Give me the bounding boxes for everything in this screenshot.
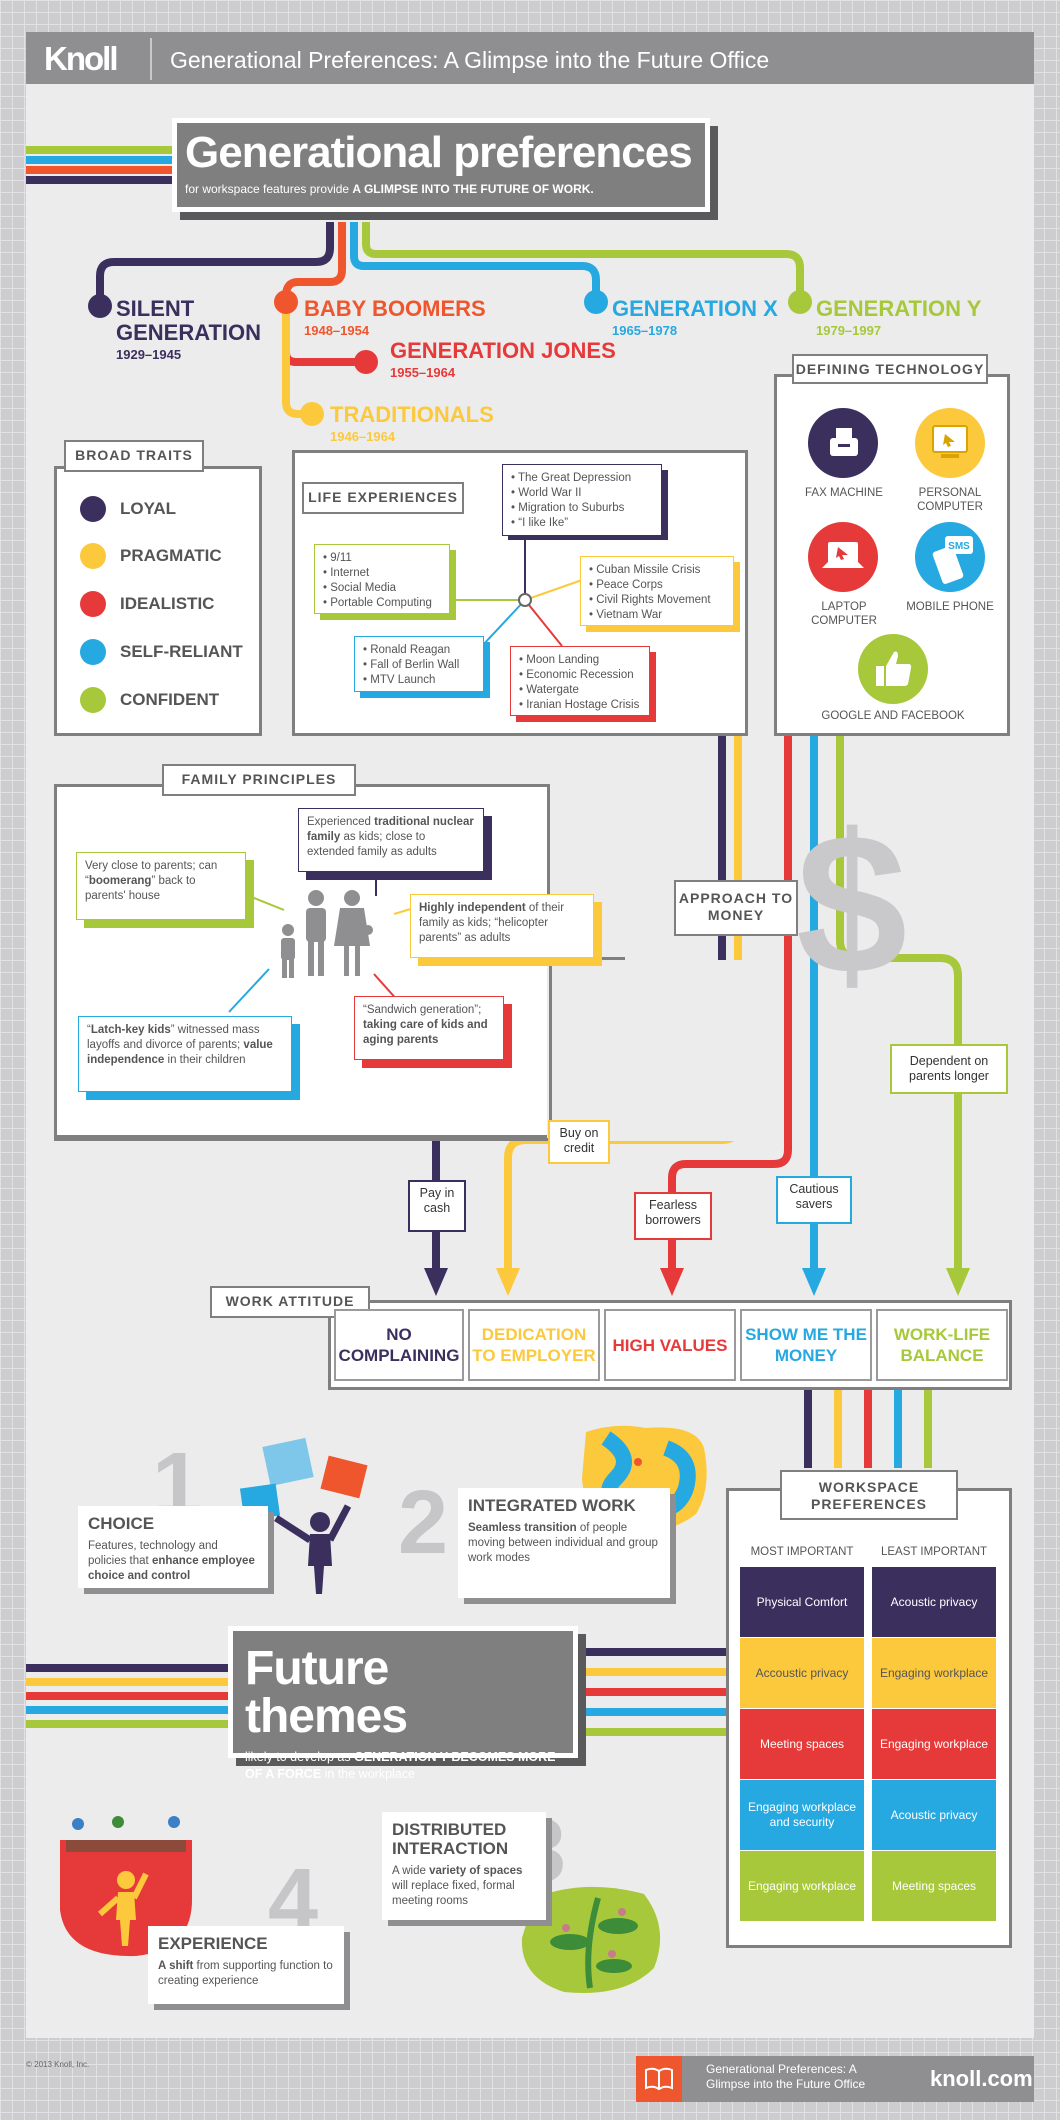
defining-technology-tag: DEFINING TECHNOLOGY xyxy=(792,354,988,384)
most-item-1: Physical Comfort xyxy=(740,1567,864,1637)
most-item-4: Engaging workplace and security xyxy=(740,1780,864,1850)
copyright: © 2013 Knoll, Inc. xyxy=(26,2060,90,2069)
tech-label-google-facebook: GOOGLE AND FACEBOOK xyxy=(821,710,965,722)
future-themes-title: Future themes xyxy=(245,1642,408,1743)
dollar-sign-icon: $ xyxy=(796,793,908,1016)
trait-self-reliant: SELF-RELIANT xyxy=(120,642,243,661)
attitude-no-complaining: NO COMPLAINING xyxy=(334,1309,464,1381)
life-note-traditionals: Cuban Missile CrisisPeace CorpsCivil Rig… xyxy=(580,556,734,626)
family-note-independent: Highly independent of their family as ki… xyxy=(410,894,594,958)
future-themes-subtitle: likely to develop as GENERATION Y BECOME… xyxy=(245,1750,556,1781)
life-note-gen-y: 9/11InternetSocial MediaPortable Computi… xyxy=(314,544,450,614)
book-icon[interactable] xyxy=(636,2056,682,2102)
workspace-preferences-tag: WORKSPACE PREFERENCES xyxy=(780,1470,958,1520)
footer-bar xyxy=(636,2056,1034,2102)
family-principles-tag: FAMILY PRINCIPLES xyxy=(162,764,356,796)
work-attitude-tag: WORK ATTITUDE xyxy=(210,1286,370,1318)
broad-traits-tag: BROAD TRAITS xyxy=(64,440,204,472)
tech-label-laptop: LAPTOP COMPUTER xyxy=(811,601,877,627)
family-step-corner xyxy=(622,957,625,960)
least-item-2: Engaging workplace xyxy=(872,1638,996,1708)
attitude-dedication: DEDICATION TO EMPLOYER xyxy=(468,1309,600,1381)
knoll-logo[interactable]: Knoll xyxy=(44,40,118,77)
least-item-5: Meeting spaces xyxy=(872,1851,996,1921)
life-note-gen-x: Ronald ReaganFall of Berlin WallMTV Laun… xyxy=(354,636,484,692)
most-important-header: MOST IMPORTANT xyxy=(750,1546,854,1558)
distributed-interaction-tree-icon xyxy=(521,1886,661,1993)
family-note-boomerang: Very close to parents; can “boomerang” b… xyxy=(76,852,246,920)
life-note-jones: Moon LandingEconomic RecessionWatergateI… xyxy=(510,646,650,716)
trait-confident: CONFIDENT xyxy=(120,690,220,709)
attitude-show-me-money: SHOW ME THE MONEY xyxy=(740,1309,872,1381)
trait-loyal: LOYAL xyxy=(120,499,177,518)
family-bottom-edge xyxy=(54,1138,552,1141)
trait-dot-confident xyxy=(80,687,106,713)
theme-number-2: 2 xyxy=(398,1473,449,1573)
trait-dot-self-reliant xyxy=(80,639,106,665)
header-bar xyxy=(26,32,1034,84)
approach-to-money-tag: APPROACH TO MONEY xyxy=(674,880,798,936)
family-note-nuclear: Experienced traditional nuclear family a… xyxy=(298,808,484,872)
most-item-3: Meeting spaces xyxy=(740,1709,864,1779)
least-item-4: Acoustic privacy xyxy=(872,1780,996,1850)
hero-title: Generational preferences xyxy=(185,128,693,177)
trait-dot-idealistic xyxy=(80,591,106,617)
attitude-high-values: HIGH VALUES xyxy=(604,1309,736,1381)
family-box-cutout xyxy=(551,960,751,1141)
themes-hero-frame: Future themes likely to develop as GENER… xyxy=(228,1626,578,1781)
tech-label-fax: FAX MACHINE xyxy=(805,487,883,499)
trait-idealistic: IDEALISTIC xyxy=(120,594,215,613)
family-note-latchkey: “Latch-key kids” witnessed mass layoffs … xyxy=(78,1016,292,1092)
money-pay-in-cash: Pay in cash xyxy=(408,1180,466,1232)
money-fearless-borrowers: Fearless borrowers xyxy=(634,1192,712,1240)
page-title: Generational Preferences: A Glimpse into… xyxy=(170,47,770,73)
money-buy-on-credit: Buy on credit xyxy=(548,1120,610,1164)
tech-label-personal-computer: PERSONAL COMPUTER xyxy=(917,487,983,513)
family-figures-icon xyxy=(281,890,373,978)
least-important-header: LEAST IMPORTANT xyxy=(880,1546,988,1558)
choice-figure-icon xyxy=(239,1437,368,1594)
attitude-work-life-balance: WORK-LIFE BALANCE xyxy=(876,1309,1008,1381)
money-dependent-on-parents: Dependent on parents longer xyxy=(890,1044,1008,1094)
footer-site-link[interactable]: knoll.com xyxy=(930,2066,1033,2091)
footer-title: Generational Preferences: A Glimpse into… xyxy=(706,2062,866,2091)
hero-subtitle: for workspace features provide A GLIMPSE… xyxy=(185,182,594,196)
life-experiences-tag: LIFE EXPERIENCES xyxy=(302,482,464,514)
hero-frame: Generational preferences for workspace f… xyxy=(172,118,710,212)
trait-dot-pragmatic xyxy=(80,543,106,569)
family-step-gap xyxy=(547,957,550,1141)
svg-text:SMS: SMS xyxy=(948,541,970,552)
life-note-silent: The Great DepressionWorld War IIMigratio… xyxy=(502,464,662,536)
least-item-3: Engaging workplace xyxy=(872,1709,996,1779)
family-note-sandwich: “Sandwich generation”; taking care of ki… xyxy=(354,996,504,1060)
thumbs-up-icon xyxy=(858,634,928,704)
least-item-1: Acoustic privacy xyxy=(872,1567,996,1637)
family-step-wall xyxy=(549,957,552,1141)
money-cautious-savers: Cautious savers xyxy=(776,1176,852,1224)
header-divider xyxy=(150,38,152,80)
personal-computer-icon xyxy=(915,408,985,478)
laptop-computer-icon xyxy=(808,522,878,592)
trait-dot-loyal xyxy=(80,496,106,522)
trait-pragmatic: PRAGMATIC xyxy=(120,546,222,565)
most-item-2: Accoustic privacy xyxy=(740,1638,864,1708)
fax-machine-icon xyxy=(808,408,878,478)
mobile-phone-icon: SMS xyxy=(915,522,985,592)
tech-label-mobile: MOBILE PHONE xyxy=(906,601,994,613)
most-item-5: Engaging workplace xyxy=(740,1851,864,1921)
